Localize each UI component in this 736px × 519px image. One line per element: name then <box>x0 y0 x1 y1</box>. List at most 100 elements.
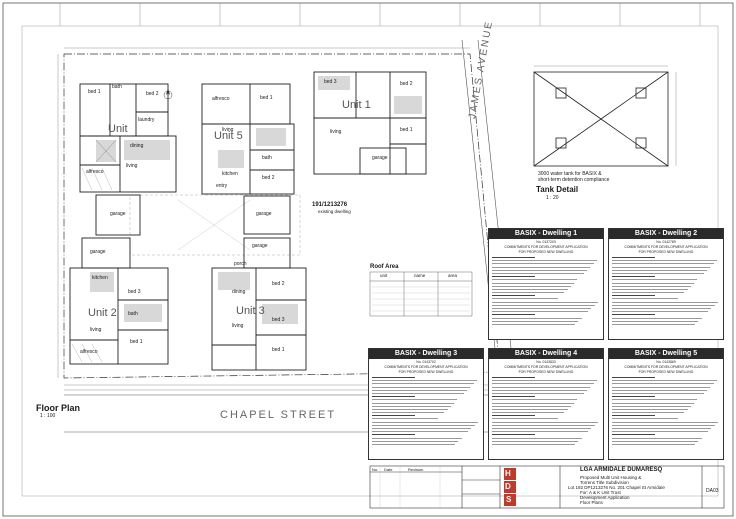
room-label: porch <box>234 261 247 267</box>
basix-text-line <box>612 295 656 297</box>
room-label: dining <box>232 289 246 295</box>
street-chapel: CHAPEL STREET <box>220 409 337 421</box>
basix-text-line <box>492 408 568 410</box>
basix-text-line <box>612 266 711 268</box>
basix-text-line <box>612 428 712 429</box>
project-line-1: Proposed Multi Unit Housing & <box>580 475 642 480</box>
room-label: dining <box>130 143 144 149</box>
basix-text-line <box>492 311 589 313</box>
basix-text-line <box>612 320 699 322</box>
room-label: living <box>222 127 234 133</box>
basix-text-line <box>492 415 536 417</box>
basix-text-line <box>612 383 714 385</box>
basix-text-line <box>612 276 656 278</box>
room-label: living <box>330 129 342 135</box>
basix-sub2: FOR PROPOSED NEW DWELLING <box>518 250 574 254</box>
basix-text-line <box>492 443 576 445</box>
basix-text-line <box>612 377 656 378</box>
roof-area-col-name: name <box>414 273 426 278</box>
project-line-4: For: A & K Unit Trust <box>580 490 621 495</box>
basix-text-line <box>492 314 536 316</box>
basix-text-line <box>612 434 656 436</box>
basix-text-line <box>372 440 459 442</box>
basix-text-line <box>612 412 685 414</box>
room-label: garage <box>110 211 126 217</box>
room-label: kitchen <box>222 171 238 177</box>
basix-text-line <box>612 288 688 290</box>
basix-text-line <box>492 402 575 404</box>
basix-text-line <box>372 383 474 385</box>
basix-text-line <box>372 405 451 407</box>
basix-text-line <box>492 428 592 429</box>
basix-text-line <box>492 412 565 414</box>
basix-text-line <box>372 380 477 382</box>
basix-text-line <box>492 266 591 268</box>
lot-note: existing dwelling <box>318 209 351 214</box>
basix-text-line <box>492 304 595 306</box>
room-label: kitchen <box>92 275 108 281</box>
floor-plan-title: Floor Plan <box>36 403 81 413</box>
basix-text-lines <box>372 377 480 456</box>
rev-col-no: No. <box>372 467 379 472</box>
basix-text-line <box>612 311 709 313</box>
basix-text-line <box>492 424 595 426</box>
roof-area-title: Roof Area <box>370 264 399 270</box>
unit-2-label: Unit 2 <box>88 307 117 319</box>
basix-text-line <box>612 389 708 391</box>
room-label: bed 2 <box>272 281 285 287</box>
room-label: alfresco <box>212 96 230 102</box>
basix-sub1: COMMITMENTS FOR DEVELOPMENT APPLICATION <box>384 365 468 369</box>
basix-sub2: FOR PROPOSED NEW DWELLING <box>638 370 694 374</box>
basix-text-line <box>492 437 582 439</box>
basix-text-line <box>372 412 445 414</box>
basix-title: BASIX - Dwelling 4 <box>489 349 603 359</box>
room-label: bed 3 <box>324 79 337 85</box>
basix-sub1: COMMITMENTS FOR DEVELOPMENT APPLICATION <box>624 365 708 369</box>
basix-text-line <box>492 434 536 436</box>
basix-text-line <box>492 301 598 303</box>
room-label: garage <box>90 249 106 255</box>
logo-letter-s: S <box>506 495 512 504</box>
basix-text-line <box>612 301 718 303</box>
room-label: bed 3 <box>128 289 141 295</box>
sheet-number: DA03 <box>706 488 719 494</box>
basix-text-line <box>372 402 455 404</box>
basix-text-line <box>612 282 695 284</box>
basix-text-line <box>372 408 448 410</box>
basix-text-line <box>492 263 594 265</box>
tank-detail-scale: 1 : 20 <box>546 195 559 201</box>
room-label: bed 1 <box>130 339 143 345</box>
basix-text-line <box>612 269 708 271</box>
basix-text-line <box>612 257 656 258</box>
basix-text-line <box>492 399 578 401</box>
room-label: bed 2 <box>146 91 159 97</box>
basix-text-line <box>492 389 588 391</box>
basix-text-line <box>492 380 597 382</box>
basix-title: BASIX - Dwelling 2 <box>609 229 723 239</box>
unit-3-label: Unit 3 <box>236 305 265 317</box>
room-label: bath <box>262 155 272 161</box>
room-label: bed 1 <box>400 127 413 133</box>
basix-text-line <box>492 386 591 388</box>
basix-text-line <box>492 282 575 284</box>
room-label: bed 1 <box>260 95 273 101</box>
lot-reference: 191/1213276 <box>312 202 348 208</box>
basix-text-lines <box>612 377 720 456</box>
basix-text-line <box>612 317 702 319</box>
basix-text-line <box>612 408 688 410</box>
basix-text-line <box>612 392 704 394</box>
room-label: bed 2 <box>400 81 413 87</box>
basix-text-line <box>372 377 416 378</box>
basix-text-line <box>612 396 656 398</box>
room-label: garage <box>252 243 268 249</box>
basix-text-line <box>372 434 416 436</box>
room-label: garage <box>256 211 272 217</box>
unit-label-left: Unit <box>108 123 128 135</box>
basix-text-line <box>612 304 715 306</box>
room-label: entry <box>216 183 228 189</box>
basix-text-line <box>372 415 416 417</box>
basix-text-line <box>372 392 464 394</box>
basix-sub2: FOR PROPOSED NEW DWELLING <box>398 370 454 374</box>
room-label: garage <box>372 155 388 161</box>
